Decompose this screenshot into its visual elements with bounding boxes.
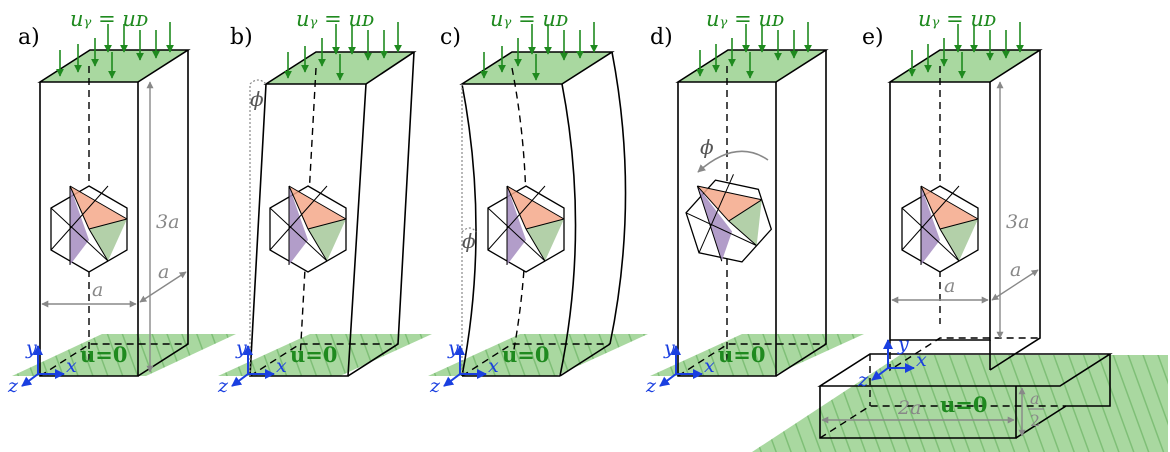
- load-arrows: [284, 22, 402, 81]
- panel-a-label: a): [18, 25, 40, 50]
- axis-triad: y x z: [857, 333, 927, 391]
- ground-plane: [650, 334, 864, 376]
- column-mid-edge: [559, 83, 577, 377]
- z-axis-label: z: [429, 375, 441, 397]
- y-axis-label: y: [897, 333, 909, 355]
- top-load-face: [37, 49, 191, 83]
- angle-arc: [461, 227, 477, 233]
- axis-triad: y x z: [645, 337, 715, 397]
- panel-d-label: d): [650, 25, 673, 50]
- width-dim-label: a: [944, 275, 955, 297]
- panel-e: e) uᵧ = uᴅ: [752, 7, 1168, 452]
- x-axis-label: x: [66, 355, 77, 377]
- base-height-numerator: a: [1030, 389, 1040, 408]
- octahedron-glyph: [50, 185, 128, 273]
- axis-triad: y x z: [7, 337, 77, 397]
- z-axis-label: z: [217, 375, 229, 397]
- x-axis-label: x: [916, 349, 927, 371]
- panel-c-label: c): [440, 25, 461, 50]
- fixed-bc-label: u=0: [502, 342, 549, 367]
- fixed-bc-label: u=0: [718, 342, 765, 367]
- axis-triad: y x z: [217, 337, 287, 397]
- x-axis-label: x: [276, 355, 287, 377]
- load-condition-label: uᵧ = uᴅ: [296, 7, 374, 31]
- column-front-face: [249, 83, 367, 377]
- base-width-dim-label: 2a: [897, 397, 921, 419]
- hidden-edges: [249, 343, 398, 377]
- hidden-edges: [39, 343, 188, 377]
- angle-label: ϕ: [250, 87, 264, 111]
- panel-c: c) uᵧ = uᴅ ϕ: [428, 7, 648, 397]
- load-arrows: [480, 22, 598, 81]
- column-bottom-side-edge: [559, 343, 611, 377]
- z-axis-label: z: [645, 375, 657, 397]
- depth-dim-label: a: [158, 261, 169, 283]
- depth-dim-label: a: [1010, 259, 1021, 281]
- panel-a: a) uᵧ = uᴅ 3a a: [7, 7, 236, 397]
- load-arrows: [908, 22, 1024, 79]
- y-axis-label: y: [447, 337, 459, 359]
- x-axis-label: x: [704, 355, 715, 377]
- fixed-bc-label: u=0: [940, 392, 987, 417]
- depth-dimension: [991, 269, 1039, 301]
- rotation-arrow: [697, 150, 769, 173]
- depth-dimension: [139, 271, 187, 303]
- panel-b-label: b): [230, 25, 253, 50]
- hidden-edges: [461, 343, 610, 377]
- angle-label: ϕ: [462, 229, 476, 253]
- y-axis-label: y: [663, 337, 675, 359]
- column-front-face: [39, 82, 139, 377]
- y-axis-label: y: [235, 337, 247, 359]
- load-condition-label: uᵧ = uᴅ: [70, 7, 148, 31]
- column-right-edge: [609, 51, 627, 345]
- load-arrows: [696, 22, 812, 79]
- load-condition-label: uᵧ = uᴅ: [706, 7, 784, 31]
- height-dim-label: 3a: [156, 211, 179, 233]
- base-front-face: [819, 386, 1017, 439]
- column-front-face: [677, 82, 777, 377]
- octahedron-glyph: [901, 185, 979, 273]
- panel-d: d) uᵧ = uᴅ ϕ u=0: [645, 7, 864, 397]
- panel-e-label: e): [862, 25, 884, 50]
- ground-plane: [752, 355, 1168, 452]
- panel-b: b) uᵧ = uᴅ ϕ u=: [217, 7, 432, 397]
- load-condition-label: uᵧ = uᴅ: [918, 7, 996, 31]
- base-side-face: [1015, 354, 1111, 439]
- z-axis-label: z: [7, 375, 19, 397]
- column-side-face: [989, 50, 1041, 371]
- hidden-edges: [889, 337, 1040, 372]
- ground-plane: [428, 334, 648, 376]
- column-side-face: [775, 50, 827, 377]
- fixed-bc-label: u=0: [80, 342, 127, 367]
- octahedron-glyph: [685, 174, 773, 263]
- angle-arc: [249, 79, 267, 85]
- angle-label: ϕ: [700, 135, 714, 159]
- load-condition-label: uᵧ = uᴅ: [490, 7, 568, 31]
- base-height-denominator: 2: [1030, 411, 1040, 430]
- y-axis-label: y: [25, 337, 37, 359]
- load-arrows: [56, 22, 174, 79]
- hidden-edges: [677, 343, 826, 377]
- column-left-edge: [461, 83, 477, 377]
- height-dim-label: 3a: [1006, 211, 1029, 233]
- width-dim-label: a: [92, 279, 103, 301]
- octahedron-glyph: [269, 185, 347, 273]
- fixed-bc-label: u=0: [290, 342, 337, 367]
- axis-triad: y x z: [429, 337, 499, 397]
- x-axis-label: x: [488, 355, 499, 377]
- octahedron-glyph: [487, 185, 565, 273]
- column-front-face: [889, 82, 991, 341]
- z-axis-label: z: [857, 369, 869, 391]
